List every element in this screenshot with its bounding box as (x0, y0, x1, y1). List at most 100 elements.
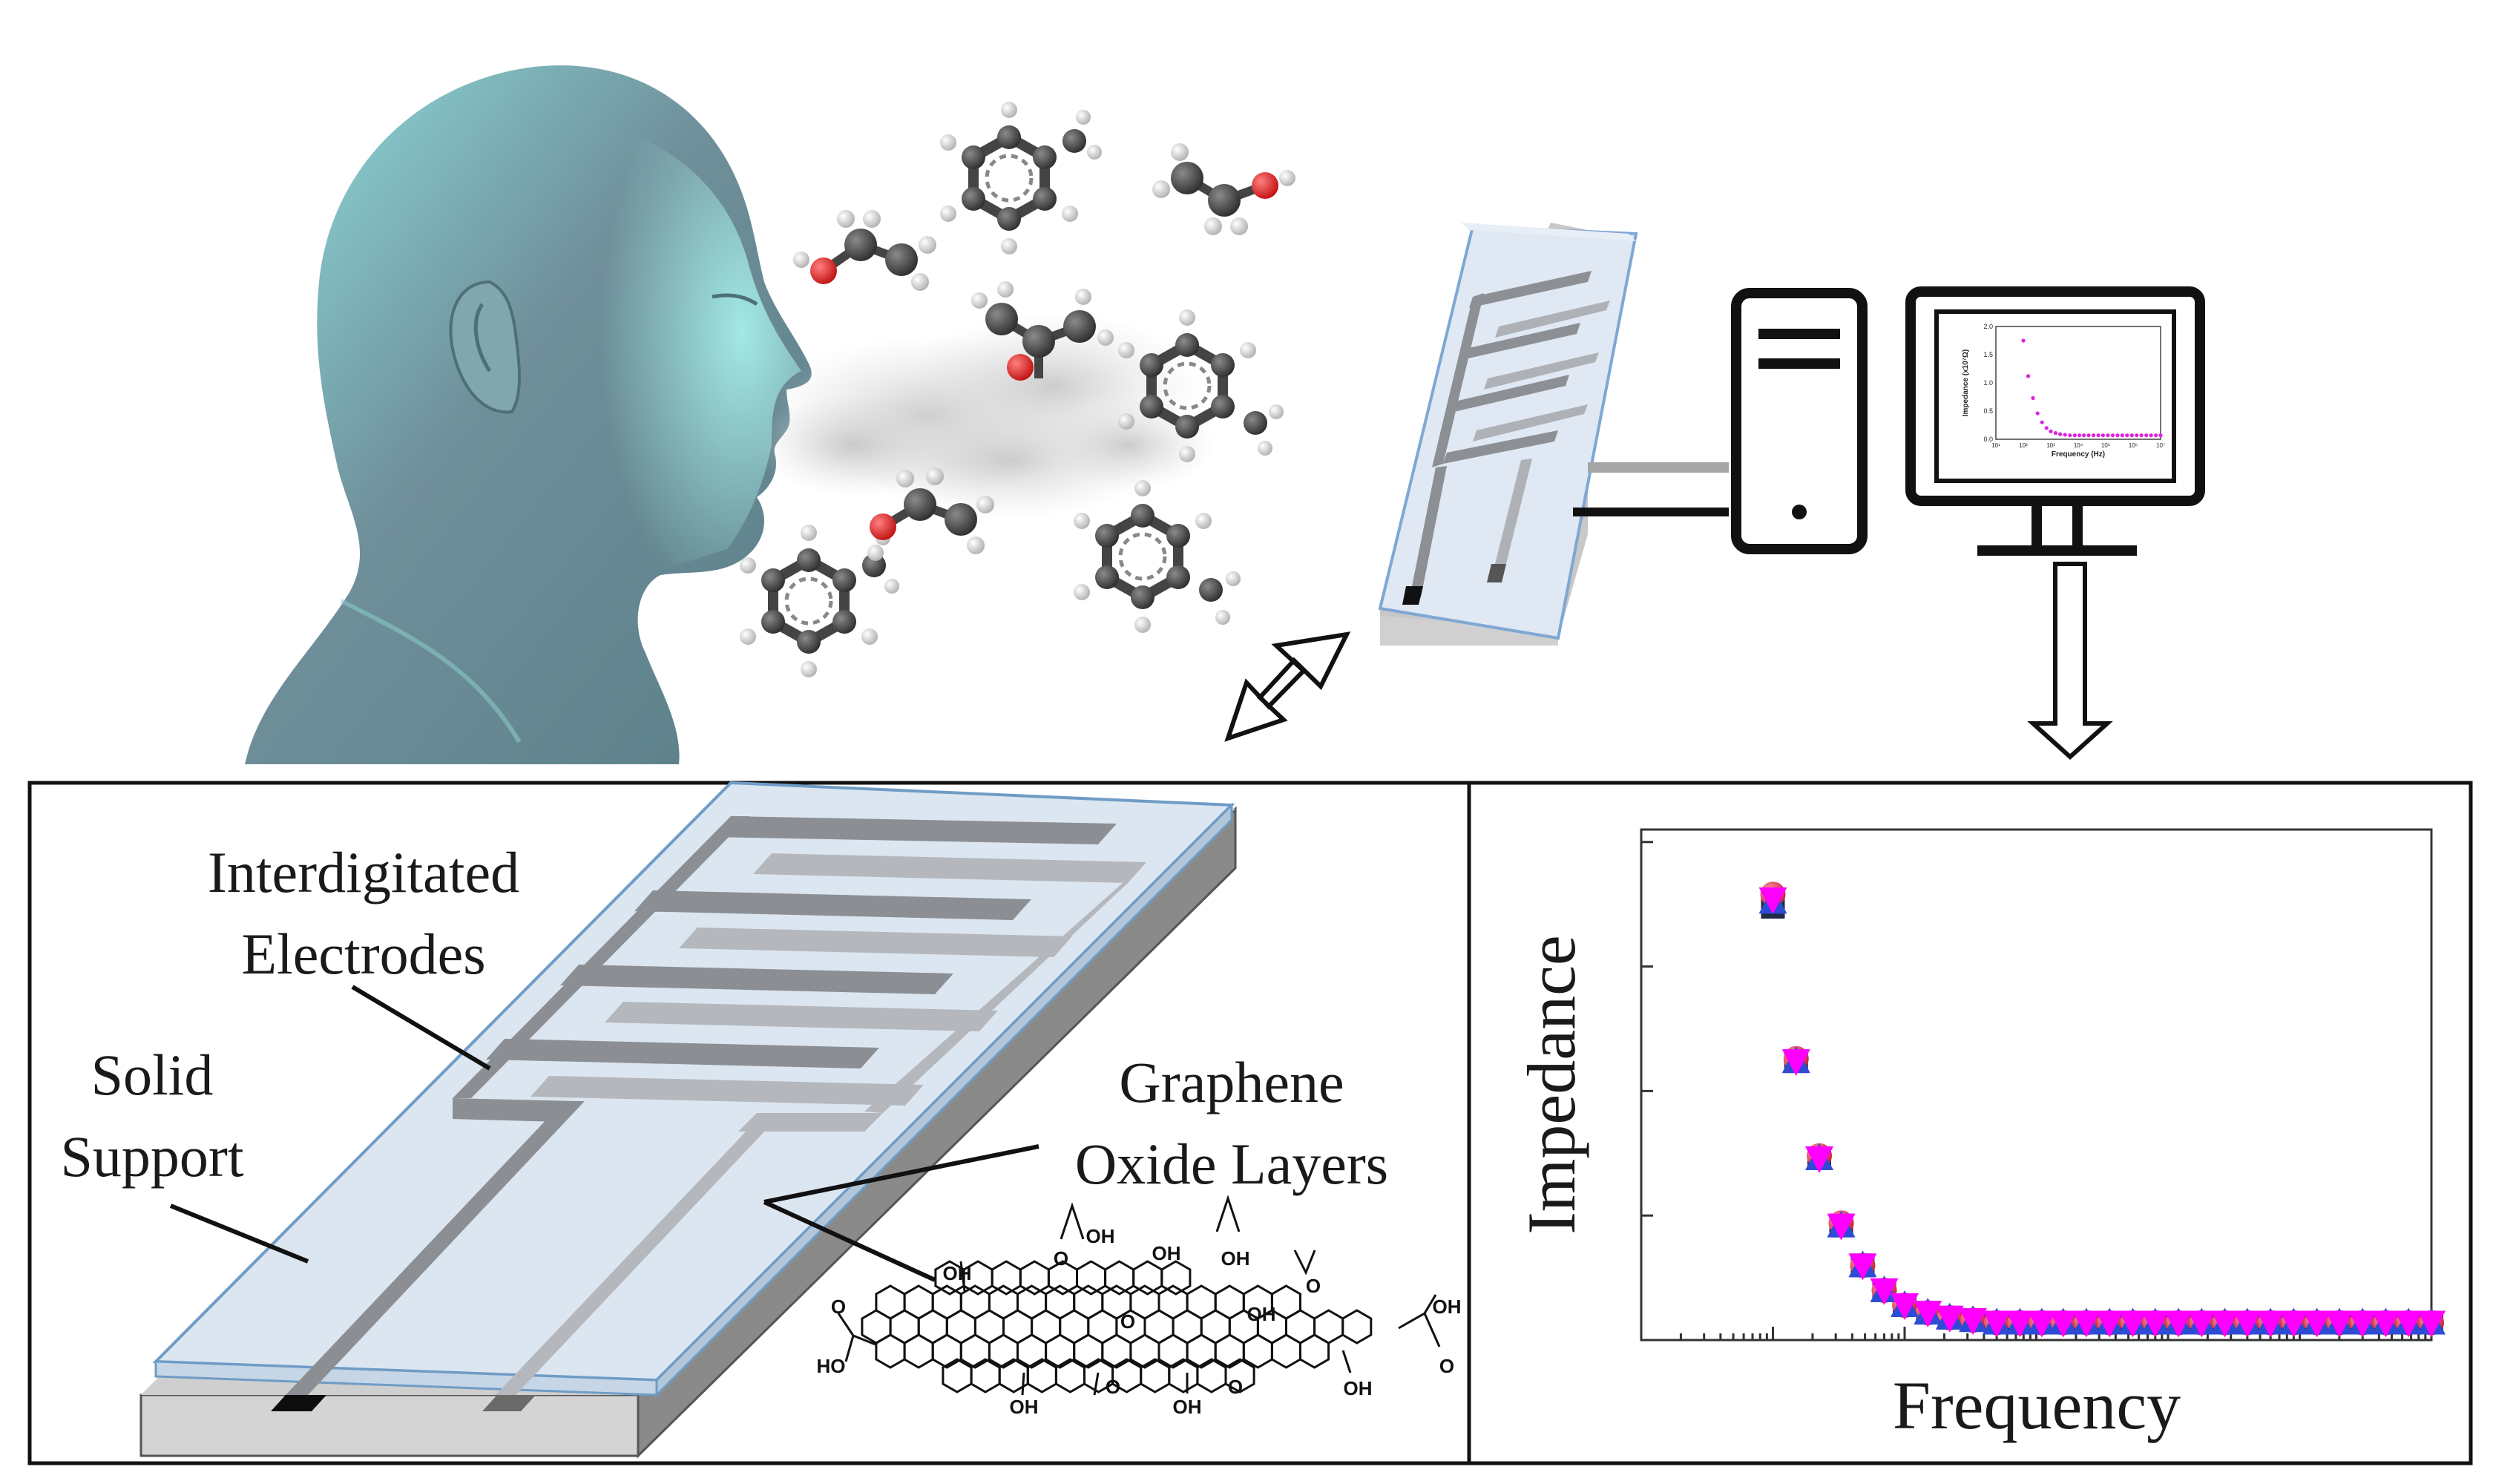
human-head-illustration (245, 65, 812, 764)
data-point-series-4 (1758, 887, 1787, 914)
label-electrodes: Electrodes (241, 922, 485, 986)
label-oh-9: OH (1247, 1303, 1276, 1325)
mini-y-tick-label: 0.0 (1983, 436, 1993, 443)
mini-data-point (2096, 433, 2101, 438)
data-point-series-4 (2210, 1310, 2239, 1338)
mini-data-point (2110, 433, 2115, 438)
data-point-series-4 (1827, 1213, 1856, 1241)
data-point-series-4 (2371, 1310, 2400, 1338)
mini-data-point (2149, 433, 2153, 438)
label-o-2: O (1306, 1275, 1321, 1297)
mini-data-point (2063, 433, 2067, 437)
data-point-series-4 (2141, 1310, 2170, 1338)
y-axis-label: Impedance (1514, 935, 1589, 1235)
mini-x-tick-label: 10⁴ (2074, 442, 2083, 449)
mini-x-tick-label: 10⁵ (2101, 442, 2110, 449)
data-point-series-4 (1781, 1049, 1810, 1077)
leader-solid-support (169, 1204, 309, 1264)
axis-ticks (1640, 841, 2433, 1342)
data-point-series-4 (2325, 1310, 2354, 1338)
label-graphene: Graphene (1119, 1050, 1344, 1114)
data-point-series-4 (2118, 1310, 2147, 1338)
ethanol-molecule (1152, 143, 1295, 235)
data-point-series-4 (2233, 1310, 2262, 1338)
voc-molecules (740, 102, 1295, 677)
data-point-series-4 (2256, 1310, 2285, 1338)
label-support: Support (60, 1124, 243, 1189)
mini-data-point (2072, 433, 2077, 438)
data-point-series-4 (1914, 1301, 1942, 1328)
mini-data-point (2158, 433, 2163, 438)
toluene-molecule (1118, 309, 1284, 462)
mini-x-tick-label: 10¹ (1991, 442, 2000, 449)
data-point-series-4 (2095, 1310, 2124, 1338)
mini-data-point (2021, 338, 2026, 343)
label-ho-1: HO (817, 1355, 846, 1377)
graphene-ring (1160, 1260, 1192, 1296)
ethanol-molecule (793, 210, 936, 291)
arrow-to-sensor-detail (1224, 631, 1351, 742)
mini-data-point (2101, 433, 2106, 438)
leader-graphene-2 (763, 1200, 936, 1282)
data-point-series-4 (2302, 1310, 2331, 1338)
data-point-series-4 (1848, 1253, 1877, 1281)
mini-x-axis-label: Frequency (Hz) (2052, 450, 2105, 459)
electrode-contact-dark (271, 1395, 326, 1411)
mini-data-point (2106, 433, 2110, 438)
electrode-contact-light (482, 1395, 536, 1411)
interdigitated-electrode-dark (286, 816, 1117, 1395)
label-o-6: O (1106, 1376, 1120, 1398)
data-point-series-4 (2164, 1310, 2193, 1338)
arrow-to-impedance-plot (2027, 562, 2113, 761)
data-point-series-4 (1805, 1146, 1834, 1174)
toluene-molecule (740, 525, 899, 677)
mini-data-point (2139, 433, 2144, 438)
mini-x-tick-label: 10³ (2046, 442, 2055, 449)
sensor-device-diagram (139, 781, 1237, 1459)
mini-plot-frame (1995, 326, 2161, 440)
leader-graphene-1 (763, 1144, 1039, 1204)
acetone-molecule (971, 281, 1114, 381)
impedance-plot-panel (1467, 781, 2473, 1465)
label-oxide-layers: Oxide Layers (1075, 1132, 1388, 1196)
mini-data-point (2068, 433, 2072, 438)
label-oh-3: OH (1152, 1242, 1181, 1264)
graphene-oxide-structure: OH OH OH OH O O O HO OH O O OH OH OH OH … (817, 1195, 1462, 1418)
toluene-molecule (940, 102, 1102, 255)
label-o-5: O (1439, 1355, 1454, 1377)
mini-data-point (2026, 374, 2031, 378)
data-point-series-4 (2027, 1310, 2056, 1338)
mini-data-point (2040, 420, 2044, 424)
label-interdigitated: Interdigitated (208, 840, 519, 904)
mini-data-point (2077, 433, 2082, 438)
mini-data-point (2125, 433, 2129, 438)
data-point-series-4 (2187, 1310, 2216, 1338)
data-point-series-4 (1959, 1308, 1988, 1336)
label-solid: Solid (91, 1043, 214, 1107)
data-point-series-4 (2394, 1310, 2423, 1338)
data-point-series-4 (1935, 1305, 1964, 1333)
graphene-ring (1341, 1309, 1373, 1345)
mini-data-point (2031, 395, 2035, 401)
mini-data-point (2135, 433, 2139, 438)
label-oh-5: OH (1433, 1296, 1462, 1318)
graphene-ring (1299, 1333, 1330, 1369)
label-o-3: O (1120, 1310, 1135, 1333)
mini-y-tick-label: 2.0 (1983, 323, 1993, 330)
label-oh-4: OH (1221, 1247, 1250, 1270)
mini-data-point (2053, 431, 2058, 436)
mini-y-tick-label: 1.0 (1983, 379, 1993, 387)
toluene-molecule (1074, 480, 1241, 633)
mini-data-point (2129, 433, 2134, 438)
graphene-ring (1224, 1358, 1255, 1393)
data-point-series-4 (2006, 1310, 2034, 1338)
x-axis-label: Frequency (1893, 1368, 2181, 1443)
data-point-series-4 (1870, 1278, 1899, 1305)
mini-data-point (2120, 433, 2124, 438)
label-oh-2: OH (1086, 1225, 1115, 1247)
mini-data-point (2144, 433, 2149, 438)
label-oh-8: OH (1344, 1377, 1373, 1399)
mini-x-tick-label: 10⁶ (2129, 442, 2138, 449)
data-point-series-4 (1983, 1310, 2011, 1338)
